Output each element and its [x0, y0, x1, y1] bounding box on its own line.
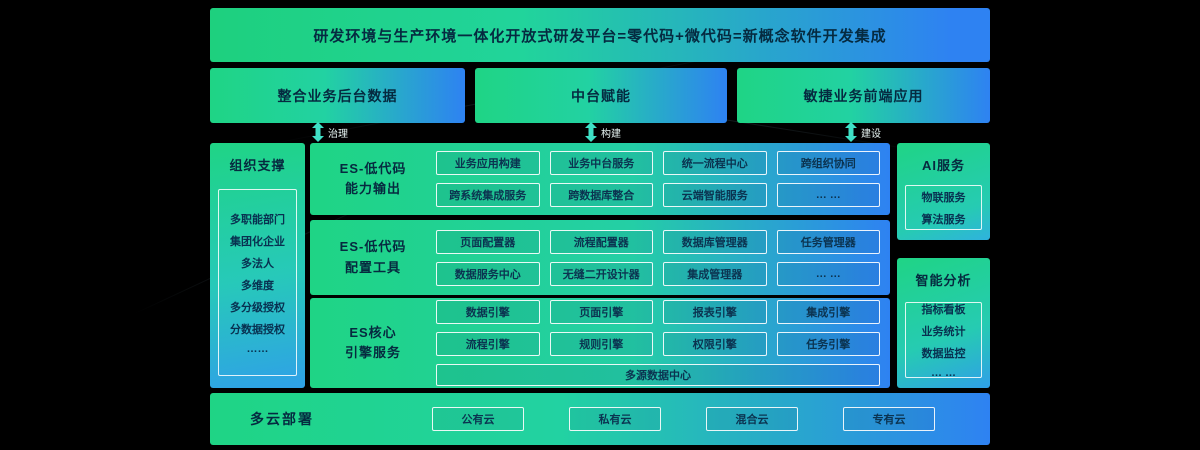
tool-chip: 页面配置器: [436, 229, 540, 254]
engine-chip: 页面引擎: [549, 300, 653, 324]
top-box-agile-frontend: 敏捷业务前端应用: [737, 68, 990, 123]
ai-item: 算法服务: [921, 213, 966, 226]
service-chip: 云端智能服务: [663, 183, 767, 207]
double-arrow-icon: [312, 122, 324, 142]
multi-cloud-title: 多云部署: [250, 411, 314, 427]
service-chip: 统一流程中心: [663, 151, 767, 175]
chip-grid: 数据引擎 页面引擎 报表引擎 集成引擎 流程引擎 规则引擎 权限引擎 任务引擎 …: [436, 298, 890, 388]
analytics-item: … …: [930, 367, 957, 379]
engine-chip: 数据引擎: [436, 300, 540, 324]
org-support-list: 多职能部门 集团化企业 多法人 多维度 多分级授权 分数据授权 ……: [218, 189, 297, 376]
engine-chip: 任务引擎: [776, 332, 880, 356]
section-title: ES核心 引擎服务: [344, 324, 401, 360]
service-chip: 跨组织协同: [776, 151, 880, 175]
analytics-item: 指标看板: [921, 304, 966, 316]
cloud-chip: 混合云: [706, 407, 798, 431]
analytics-item: 数据监控: [921, 348, 966, 360]
org-item: 多职能部门: [230, 213, 285, 226]
section-title: ES-低代码 能力输出: [339, 160, 407, 196]
tool-chip: 数据库管理器: [663, 229, 767, 254]
org-item: 多维度: [241, 279, 274, 292]
smart-analytics-list: 指标看板 业务统计 数据监控 … …: [905, 302, 982, 379]
tool-chip: 数据服务中心: [436, 261, 540, 286]
banner-title: 研发环境与生产环境一体化开放式研发平台=零代码+微代码=新概念软件开发集成: [210, 8, 990, 62]
top-box-backend-data: 整合业务后台数据: [210, 68, 465, 123]
multi-cloud-bar: 多云部署 公有云 私有云 混合云 专有云: [210, 393, 990, 445]
connector-label: 治理: [328, 128, 348, 140]
smart-analytics-panel: 智能分析 指标看板 业务统计 数据监控 … …: [897, 258, 990, 388]
service-chip: 业务应用构建: [436, 151, 540, 175]
tool-chip: 任务管理器: [776, 229, 880, 254]
connector-label: 建设: [861, 128, 881, 140]
tool-chip: 无缝二开设计器: [549, 261, 653, 286]
connector-governance: 治理: [312, 122, 348, 142]
ai-services-list: 物联服务 算法服务: [905, 185, 982, 230]
connector-build: 构建: [585, 122, 621, 142]
org-item: 多法人: [241, 257, 274, 270]
double-arrow-icon: [845, 122, 857, 142]
section-title: ES-低代码 配置工具: [339, 239, 407, 275]
tool-chip: … …: [776, 261, 880, 286]
engine-chip: 权限引擎: [663, 332, 767, 356]
chip-grid: 页面配置器 流程配置器 数据库管理器 任务管理器 数据服务中心 无缝二开设计器 …: [436, 220, 890, 295]
service-chip: 跨系统集成服务: [436, 183, 540, 207]
ai-item: 物联服务: [921, 191, 966, 204]
engine-chip: 规则引擎: [549, 332, 653, 356]
engine-chip: 报表引擎: [663, 300, 767, 324]
smart-analytics-title: 智能分析: [915, 273, 972, 288]
engine-chip: 集成引擎: [776, 300, 880, 324]
org-item: 多分级授权: [230, 301, 285, 314]
ai-services-panel: AI服务 物联服务 算法服务: [897, 143, 990, 240]
org-support-panel: 组织支撑 多职能部门 集团化企业 多法人 多维度 多分级授权 分数据授权 ……: [210, 143, 305, 388]
cloud-chip: 专有云: [843, 407, 935, 431]
multi-source-data-center-bar: 多源数据中心: [436, 364, 880, 386]
cloud-chip: 公有云: [432, 407, 524, 431]
org-item: 集团化企业: [230, 235, 285, 248]
analytics-item: 业务统计: [921, 326, 966, 338]
cloud-list: 公有云 私有云 混合云 专有云: [432, 407, 935, 431]
service-chip: 跨数据库整合: [549, 183, 653, 207]
cloud-chip: 私有云: [569, 407, 661, 431]
section-capability-output: ES-低代码 能力输出 业务应用构建 业务中台服务 统一流程中心 跨组织协同 跨…: [310, 143, 890, 215]
connector-construct: 建设: [845, 122, 881, 142]
section-config-tools: ES-低代码 配置工具 页面配置器 流程配置器 数据库管理器 任务管理器 数据服…: [310, 220, 890, 295]
section-core-engines: ES核心 引擎服务 数据引擎 页面引擎 报表引擎 集成引擎 流程引擎 规则引擎 …: [310, 298, 890, 388]
tool-chip: 集成管理器: [663, 261, 767, 286]
service-chip: 业务中台服务: [549, 151, 653, 175]
connector-label: 构建: [601, 128, 621, 140]
service-chip: … …: [776, 183, 880, 207]
chip-grid: 业务应用构建 业务中台服务 统一流程中心 跨组织协同 跨系统集成服务 跨数据库整…: [436, 143, 890, 215]
org-item: 分数据授权: [230, 323, 285, 336]
top-box-middle-platform: 中台赋能: [475, 68, 727, 123]
org-support-title: 组织支撑: [229, 158, 286, 173]
tool-chip: 流程配置器: [549, 229, 653, 254]
double-arrow-icon: [585, 122, 597, 142]
ai-services-title: AI服务: [921, 158, 965, 173]
engine-chip: 流程引擎: [436, 332, 540, 356]
org-item: ……: [246, 342, 269, 355]
